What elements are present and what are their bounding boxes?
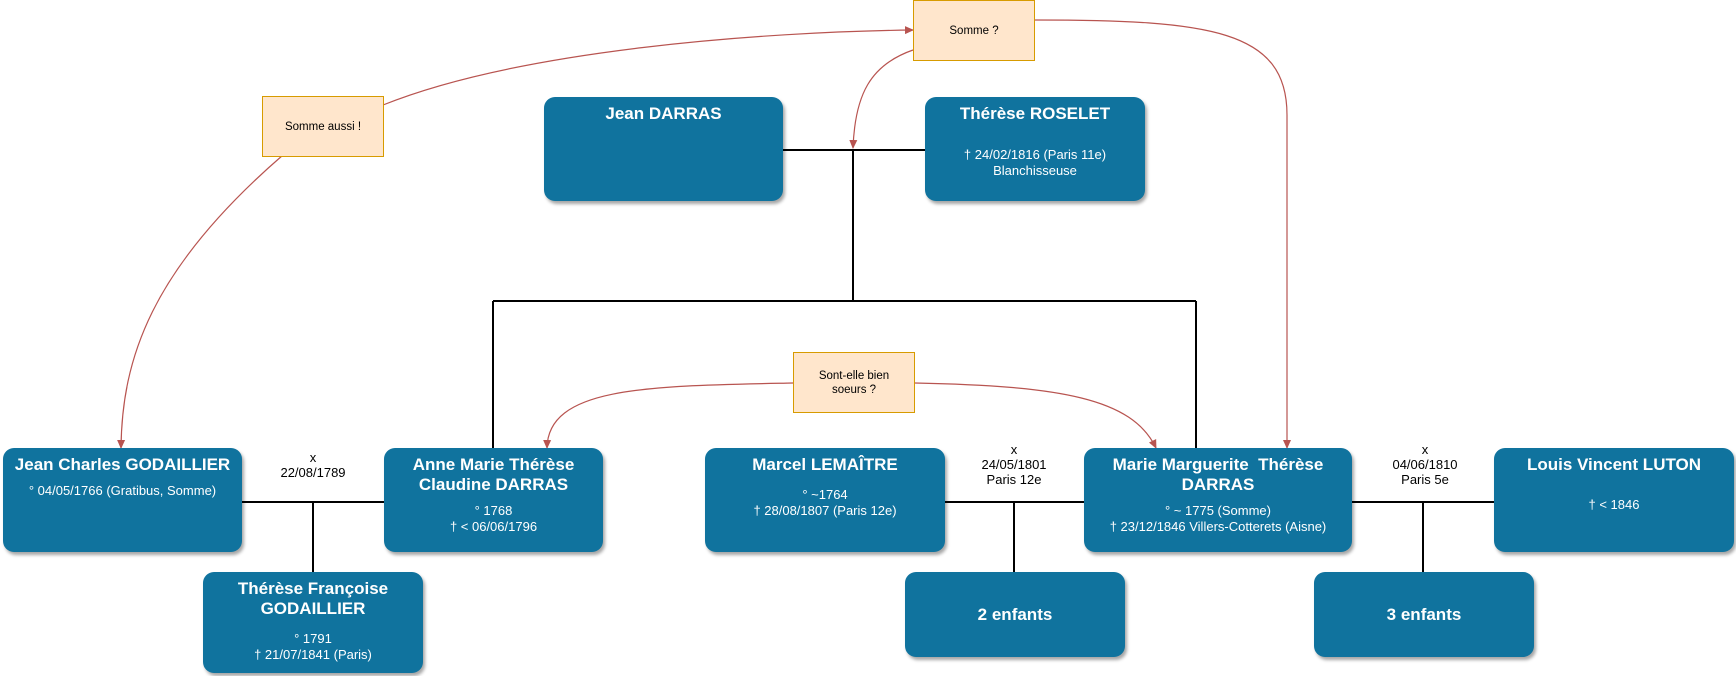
marriage-symbol: x (1421, 442, 1429, 457)
birth-info: ° 1768 (474, 503, 513, 518)
person-name: Thérèse Françoise GODAILLIER (237, 579, 389, 618)
note-text: Somme aussi ! (284, 120, 362, 133)
person-name: Thérèse ROSELET (959, 104, 1111, 123)
marriage-date: 04/06/1810 (1392, 457, 1458, 472)
death-info: † 21/07/1841 (Paris) (254, 647, 372, 662)
death-info: † < 06/06/1796 (449, 519, 538, 534)
note-text: Sont-elle bien soeurs ? (818, 369, 890, 396)
person-marcel-lemaitre[interactable]: Marcel LEMAÎTRE ° ~1764 † 28/08/1807 (Pa… (705, 448, 945, 552)
marriage-symbol: x (309, 450, 317, 465)
children-group-3-enfants[interactable]: 3 enfants (1314, 572, 1534, 657)
person-anne-marie-therese-claudine-darras[interactable]: Anne Marie Thérèse Claudine DARRAS ° 176… (384, 448, 603, 552)
person-name: Louis Vincent LUTON (1526, 455, 1702, 474)
person-therese-roselet[interactable]: Thérèse ROSELET † 24/02/1816 (Paris 11e)… (925, 97, 1145, 201)
arrow-somme-aussi-to-somme (382, 26, 914, 106)
marriage-place: Paris 12e (986, 472, 1042, 487)
marriage-label-lemaitre-darras: x 24/05/1801 Paris 12e (981, 442, 1046, 487)
birth-info: ° 04/05/1766 (Gratibus, Somme) (28, 483, 217, 498)
death-info: † 28/08/1807 (Paris 12e) (753, 503, 897, 518)
person-therese-francoise-godaillier[interactable]: Thérèse Françoise GODAILLIER ° 1791 † 21… (203, 572, 423, 673)
children-group-2-enfants[interactable]: 2 enfants (905, 572, 1125, 657)
arrow-soeurs-to-marie-marguerite (914, 382, 1157, 449)
marriage-place: Paris 5e (1401, 472, 1449, 487)
person-name: Jean Charles GODAILLIER (14, 455, 231, 474)
birth-info: ° 1791 (294, 631, 332, 646)
children-count-label: 2 enfants (977, 604, 1053, 624)
birth-info: ° ~1764 (802, 487, 848, 502)
birth-info: ° ~ 1775 (Somme) (1165, 503, 1271, 518)
marriage-symbol: x (1010, 442, 1018, 457)
marriage-date: 22/08/1789 (280, 465, 346, 480)
note-text: Somme ? (949, 24, 999, 37)
death-info: † 24/02/1816 (Paris 11e) (963, 147, 1107, 162)
person-marie-marguerite-therese-darras[interactable]: Marie Marguerite Thérèse DARRAS ° ~ 1775… (1084, 448, 1352, 552)
person-name: Marie Marguerite Thérèse DARRAS (1112, 455, 1329, 494)
arrow-somme-to-marie-marguerite (1034, 19, 1291, 449)
marriage-label-godaillier-darras: x 22/08/1789 (280, 450, 345, 480)
marriage-date: 24/05/1801 (981, 457, 1047, 472)
arrow-soeurs-to-anne-marie (543, 382, 794, 449)
death-info: † 23/12/1846 Villers-Cotterets (Aisne) (1109, 519, 1327, 534)
person-jean-charles-godaillier[interactable]: Jean Charles GODAILLIER ° 04/05/1766 (Gr… (3, 448, 242, 552)
children-count-label: 3 enfants (1386, 604, 1462, 624)
person-name: Marcel LEMAÎTRE (752, 455, 898, 474)
person-name: Jean DARRAS (605, 104, 722, 123)
arrow-somme-aussi-to-jean-charles (117, 154, 284, 449)
person-jean-darras[interactable]: Jean DARRAS (544, 97, 783, 201)
occupation: Blanchisseuse (993, 163, 1077, 178)
person-name: Anne Marie Thérèse Claudine DARRAS (412, 455, 575, 494)
marriage-label-darras-luton: x 04/06/1810 Paris 5e (1392, 442, 1457, 487)
note-somme[interactable]: Somme ? (913, 0, 1035, 61)
arrow-somme-to-jean-darras-line (849, 49, 914, 149)
death-info: † < 1846 (1588, 497, 1640, 512)
note-sont-elle-bien-soeurs[interactable]: Sont-elle bien soeurs ? (793, 352, 915, 413)
person-louis-vincent-luton[interactable]: Louis Vincent LUTON † < 1846 (1494, 448, 1734, 552)
note-somme-aussi[interactable]: Somme aussi ! (262, 96, 384, 157)
